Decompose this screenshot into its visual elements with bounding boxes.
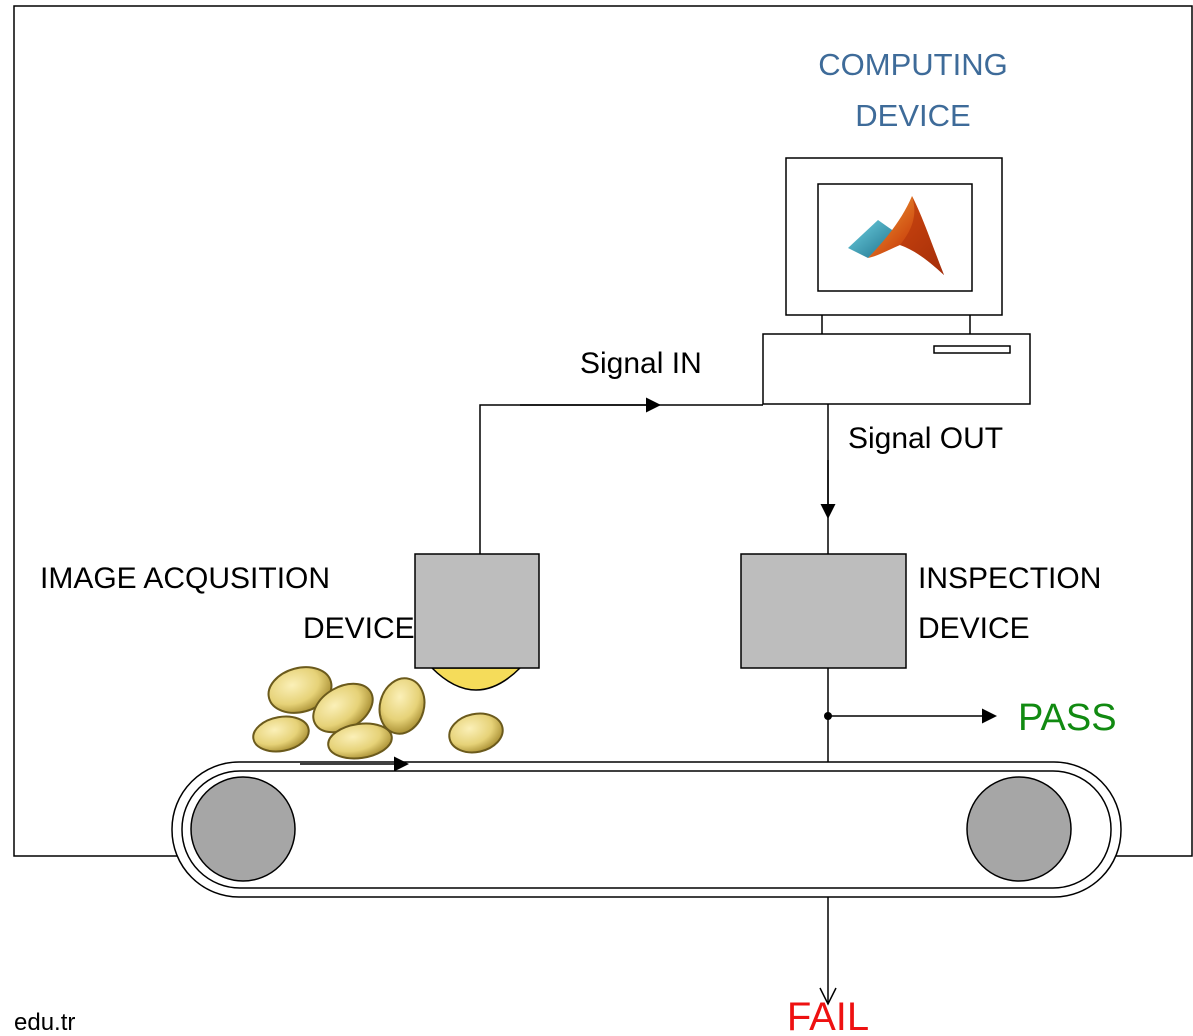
camera-lens: [430, 667, 522, 691]
signal-in-line: [479, 404, 763, 554]
pass-label: PASS: [1018, 697, 1117, 739]
product-item: [252, 715, 310, 753]
image-acquisition-label-line1: IMAGE ACQUSITION: [40, 562, 330, 595]
image-acquisition-device-box: [414, 553, 540, 669]
belt-inner: [181, 770, 1112, 889]
signal-out-label: Signal OUT: [848, 422, 1003, 455]
product-item: [378, 677, 426, 735]
product-item: [267, 666, 333, 714]
fail-label: FAIL: [787, 995, 869, 1031]
drive-slot: [933, 345, 1011, 354]
inspection-device-box: [740, 553, 907, 669]
diagram-frame: [13, 5, 1193, 857]
computing-device-title-line2: DEVICE: [855, 98, 970, 133]
conveyor-belt: [171, 761, 1122, 898]
belt-outer: [171, 761, 1122, 898]
signal-in-label: Signal IN: [580, 347, 702, 380]
matlab-logo-icon: [848, 196, 944, 275]
product-item: [448, 712, 504, 754]
computer-icon: [762, 157, 1031, 405]
fail-arrow-head: [819, 987, 837, 1006]
inspection-label-line2: DEVICE: [918, 612, 1030, 645]
product-items: [252, 666, 504, 760]
computer-base-unit: [762, 333, 1031, 405]
inspection-label-line1: INSPECTION: [918, 562, 1101, 595]
roller-right: [966, 776, 1072, 882]
roller-left: [190, 776, 296, 882]
footer-text: edu.tr: [14, 1009, 75, 1031]
product-item: [327, 722, 393, 760]
image-acquisition-label-line2: DEVICE: [303, 612, 415, 645]
computing-device-title-line1: COMPUTING: [818, 47, 1007, 82]
